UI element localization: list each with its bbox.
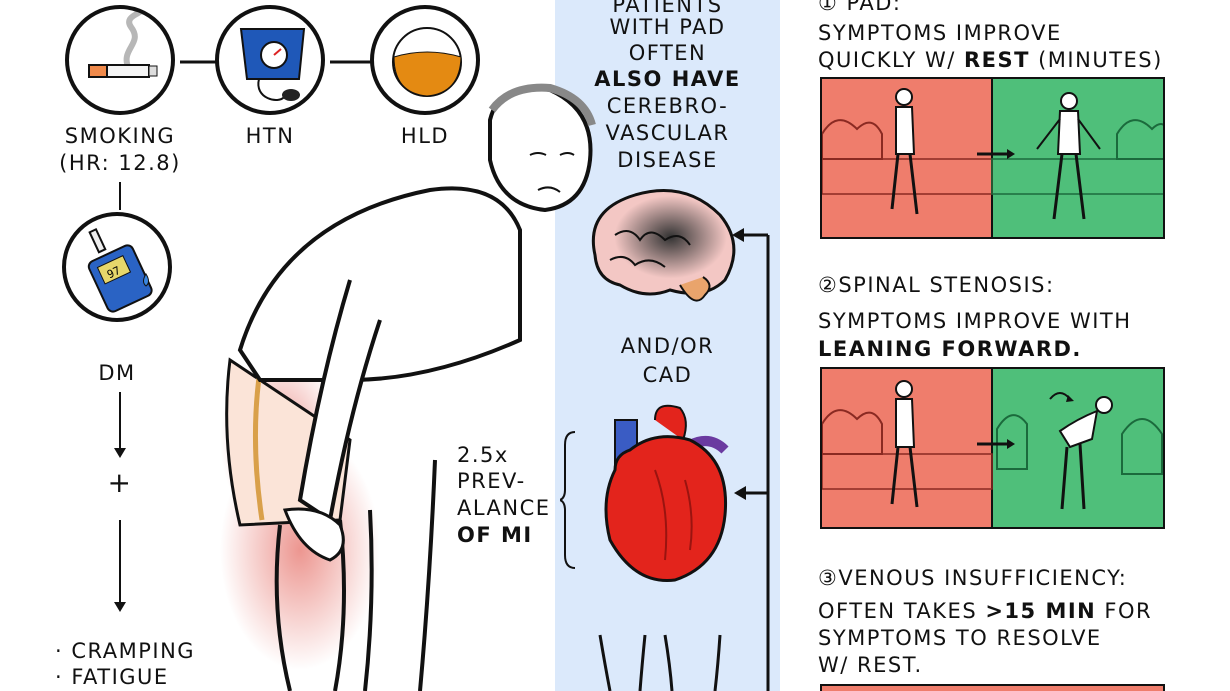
stenosis-heading: ②SPINAL STENOSIS: xyxy=(818,273,1055,297)
glucometer-reading: 97 xyxy=(105,264,123,281)
hld-circle xyxy=(370,5,480,115)
pad-text-line2-a: QUICKLY W/ xyxy=(818,48,964,72)
stenosis-comic-panel xyxy=(820,367,1165,529)
connector-arrows xyxy=(732,228,770,691)
comorbidity-heading-line3: OFTEN xyxy=(628,41,707,65)
pad-comic-panel xyxy=(820,77,1165,239)
and-or-label: AND/OR xyxy=(620,334,715,358)
stenosis-walking-leaning-scene xyxy=(822,369,1163,527)
pad-text-line1: SYMPTOMS IMPROVE xyxy=(818,21,1062,45)
venous-text-line1: OFTEN TAKES >15 MIN FOR xyxy=(818,598,1152,624)
venous-text-line3: W/ REST. xyxy=(818,653,923,677)
smoking-circle xyxy=(65,5,175,115)
venous-text-line1-a: OFTEN TAKES xyxy=(818,599,986,623)
comorbidity-heading-line2: WITH PAD xyxy=(609,15,726,39)
venous-text-line1-duration: >15 MIN xyxy=(985,599,1097,623)
comorbidity-heading-line7: DISEASE xyxy=(617,148,718,172)
comorbidity-heading-line6: VASCULAR xyxy=(605,121,730,145)
mi-line3: ALANCE xyxy=(457,496,551,520)
fat-jar-icon xyxy=(392,27,462,97)
venous-comic-panel xyxy=(820,684,1165,691)
pad-text-line2-minutes: (MINUTES) xyxy=(1029,48,1163,72)
mi-line2: PREV- xyxy=(457,469,526,493)
man-with-leg-pain-illustration xyxy=(220,83,596,691)
comorbidity-heading-line5: CEREBRO- xyxy=(606,94,729,118)
venous-text-line2: SYMPTOMS TO RESOLVE xyxy=(818,626,1102,650)
mi-bracket xyxy=(560,431,576,569)
hld-label: HLD xyxy=(400,124,450,148)
cigarette-icon xyxy=(88,9,158,78)
mi-line4: OF MI xyxy=(457,523,533,547)
pad-text-line2-rest: REST xyxy=(963,48,1030,72)
glucometer-icon: 97 xyxy=(87,228,153,313)
blood-pressure-cuff-icon xyxy=(239,28,306,101)
smoking-hr-label: (HR: 12.8) xyxy=(59,151,181,175)
dm-label: DM xyxy=(98,361,136,385)
legs-illustration xyxy=(598,634,722,691)
symptom-cramping: · CRAMPING xyxy=(55,639,196,663)
plus-sign: + xyxy=(107,466,133,499)
pad-heading: ① PAD: xyxy=(818,0,902,15)
stenosis-text-line1: SYMPTOMS IMPROVE WITH xyxy=(818,309,1132,333)
venous-heading: ③VENOUS INSUFFICIENCY: xyxy=(818,566,1128,590)
symptom-fatigue: · FATIGUE xyxy=(55,665,169,689)
risk-factor-connectors xyxy=(114,60,372,612)
dm-circle: 97 xyxy=(62,212,172,322)
pad-walking-resting-scene xyxy=(822,79,1163,237)
cad-label: CAD xyxy=(642,363,693,387)
comorbidity-heading-line4: ALSO HAVE xyxy=(594,67,741,91)
venous-text-line1-c: FOR xyxy=(1096,599,1153,623)
smoking-label: SMOKING xyxy=(64,124,176,148)
htn-circle xyxy=(215,5,325,115)
heart-icon xyxy=(604,404,729,582)
mi-line1: 2.5x xyxy=(457,443,509,467)
pad-text-line2: QUICKLY W/ REST (MINUTES) xyxy=(818,47,1163,73)
stenosis-text-line2: LEANING FORWARD. xyxy=(818,337,1082,361)
brain-icon xyxy=(591,189,736,302)
htn-label: HTN xyxy=(245,124,295,148)
comorbidity-heading-line1: PATIENTS xyxy=(612,0,723,17)
